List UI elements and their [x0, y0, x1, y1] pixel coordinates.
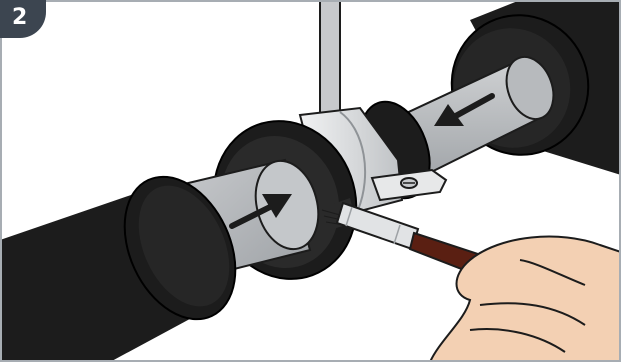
- step-number: 2: [12, 5, 27, 30]
- hanger-rod: [320, 0, 340, 118]
